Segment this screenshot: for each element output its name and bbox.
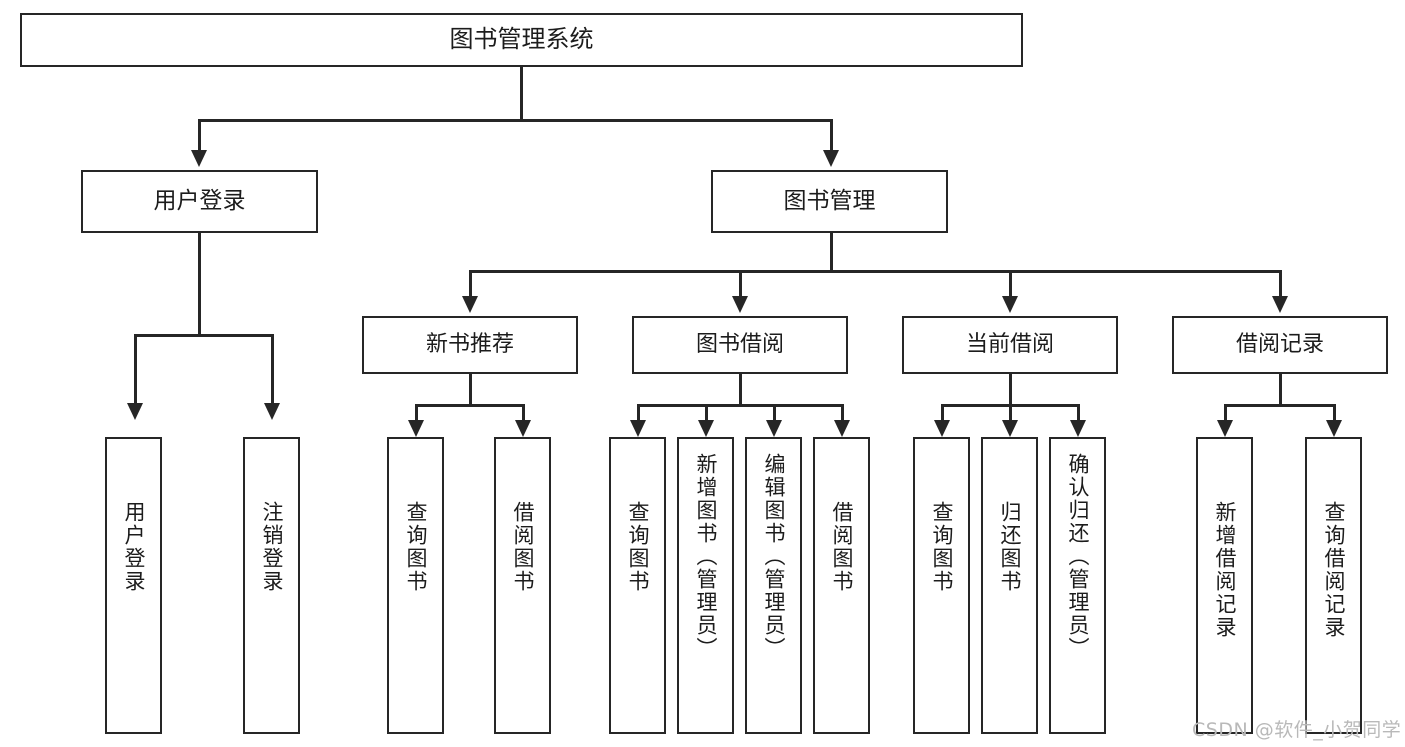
connector-bookborrow-drop-2 xyxy=(705,404,708,422)
arrow-to-leaf-user-login xyxy=(127,403,143,420)
leaf-borrow-add-book-admin[interactable]: 新增图书（管理员） xyxy=(677,437,734,734)
node-root-system[interactable]: 图书管理系统 xyxy=(20,13,1023,67)
connector-newbook-stem xyxy=(469,374,472,406)
connector-user-drop-1 xyxy=(134,334,137,405)
leaf-current-confirm-return-admin[interactable]: 确认归还（管理员） xyxy=(1049,437,1106,734)
connector-newbook-drop-2 xyxy=(522,404,525,422)
arrow-to-leaf-current-return xyxy=(1002,420,1018,437)
connector-record-drop-1 xyxy=(1224,404,1227,422)
leaf-label: 查询图书 xyxy=(404,501,428,593)
node-borrow-record[interactable]: 借阅记录 xyxy=(1172,316,1388,374)
leaf-label: 借阅图书 xyxy=(511,501,535,593)
arrow-to-current-borrow xyxy=(1002,296,1018,313)
node-user-login[interactable]: 用户登录 xyxy=(81,170,318,233)
arrow-to-leaf-current-query xyxy=(934,420,950,437)
connector-record-drop-2 xyxy=(1333,404,1336,422)
connector-tier1-bus xyxy=(198,119,832,122)
connector-book-stem xyxy=(830,233,833,272)
csdn-watermark: CSDN @软件_小贺同学 xyxy=(1192,719,1402,741)
leaf-user-login[interactable]: 用户登录 xyxy=(105,437,162,734)
leaf-label: 归还图书 xyxy=(998,501,1022,593)
leaf-label: 注销登录 xyxy=(260,501,284,593)
node-label: 用户登录 xyxy=(153,188,246,215)
arrow-to-new-book xyxy=(462,296,478,313)
connector-user-stem xyxy=(198,233,201,336)
connector-bookborrow-bus xyxy=(637,404,842,407)
leaf-label: 编辑图书（管理员） xyxy=(762,453,786,660)
connector-root-stem xyxy=(520,67,523,120)
arrow-to-user-login xyxy=(191,150,207,167)
connector-tier1-drop-book xyxy=(830,119,833,152)
arrow-to-borrow-record xyxy=(1272,296,1288,313)
arrow-to-book-borrow xyxy=(732,296,748,313)
connector-tier2-drop-4 xyxy=(1279,270,1282,298)
leaf-borrow-borrow-book[interactable]: 借阅图书 xyxy=(813,437,870,734)
connector-user-drop-2 xyxy=(271,334,274,405)
connector-tier2-drop-2 xyxy=(739,270,742,298)
arrow-to-book-manage xyxy=(823,150,839,167)
connector-tier2-drop-3 xyxy=(1009,270,1012,298)
leaf-label: 借阅图书 xyxy=(830,501,854,593)
leaf-current-return-book[interactable]: 归还图书 xyxy=(981,437,1038,734)
leaf-label: 确认归还（管理员） xyxy=(1066,453,1090,660)
node-label: 当前借阅 xyxy=(965,332,1054,358)
connector-tier1-drop-user xyxy=(198,119,201,152)
node-label: 新书推荐 xyxy=(425,332,514,358)
node-label: 图书借阅 xyxy=(695,332,784,358)
connector-tier2-drop-1 xyxy=(469,270,472,298)
arrow-to-leaf-newbook-query xyxy=(408,420,424,437)
connector-bookborrow-stem xyxy=(739,374,742,406)
arrow-to-leaf-borrow-book xyxy=(834,420,850,437)
connector-newbook-drop-1 xyxy=(415,404,418,422)
connector-bookborrow-drop-3 xyxy=(773,404,776,422)
leaf-label: 新增图书（管理员） xyxy=(694,453,718,660)
leaf-newbook-borrow-book[interactable]: 借阅图书 xyxy=(494,437,551,734)
node-book-borrow[interactable]: 图书借阅 xyxy=(632,316,848,374)
connector-current-drop-3 xyxy=(1077,404,1080,422)
connector-newbook-bus xyxy=(415,404,523,407)
leaf-record-add[interactable]: 新增借阅记录 xyxy=(1196,437,1253,734)
leaf-label: 新增借阅记录 xyxy=(1213,501,1237,639)
arrow-to-leaf-record-query xyxy=(1326,420,1342,437)
connector-record-bus xyxy=(1224,404,1334,407)
arrow-to-leaf-record-add xyxy=(1217,420,1233,437)
leaf-borrow-query-book[interactable]: 查询图书 xyxy=(609,437,666,734)
leaf-newbook-query-book[interactable]: 查询图书 xyxy=(387,437,444,734)
leaf-record-query[interactable]: 查询借阅记录 xyxy=(1305,437,1362,734)
leaf-label: 查询借阅记录 xyxy=(1322,501,1346,639)
connector-current-drop-2 xyxy=(1009,404,1012,422)
arrow-to-leaf-newbook-borrow xyxy=(515,420,531,437)
connector-bookborrow-drop-1 xyxy=(637,404,640,422)
node-current-borrow[interactable]: 当前借阅 xyxy=(902,316,1118,374)
arrow-to-leaf-borrow-edit xyxy=(766,420,782,437)
node-label: 图书管理系统 xyxy=(449,25,594,54)
connector-user-bus xyxy=(134,334,272,337)
connector-tier2-bus xyxy=(469,270,1281,273)
connector-current-drop-1 xyxy=(941,404,944,422)
arrow-to-leaf-user-logout xyxy=(264,403,280,420)
connector-record-stem xyxy=(1279,374,1282,406)
connector-current-stem xyxy=(1009,374,1012,406)
leaf-borrow-edit-book-admin[interactable]: 编辑图书（管理员） xyxy=(745,437,802,734)
node-new-book-recommend[interactable]: 新书推荐 xyxy=(362,316,578,374)
leaf-label: 用户登录 xyxy=(122,501,146,593)
node-book-manage[interactable]: 图书管理 xyxy=(711,170,948,233)
leaf-label: 查询图书 xyxy=(626,501,650,593)
arrow-to-leaf-borrow-add xyxy=(698,420,714,437)
node-label: 借阅记录 xyxy=(1235,332,1324,358)
leaf-user-logout[interactable]: 注销登录 xyxy=(243,437,300,734)
arrow-to-leaf-borrow-query xyxy=(630,420,646,437)
node-label: 图书管理 xyxy=(783,188,876,215)
connector-bookborrow-drop-4 xyxy=(841,404,844,422)
leaf-label: 查询图书 xyxy=(930,501,954,593)
arrow-to-leaf-current-confirm xyxy=(1070,420,1086,437)
leaf-current-query-book[interactable]: 查询图书 xyxy=(913,437,970,734)
